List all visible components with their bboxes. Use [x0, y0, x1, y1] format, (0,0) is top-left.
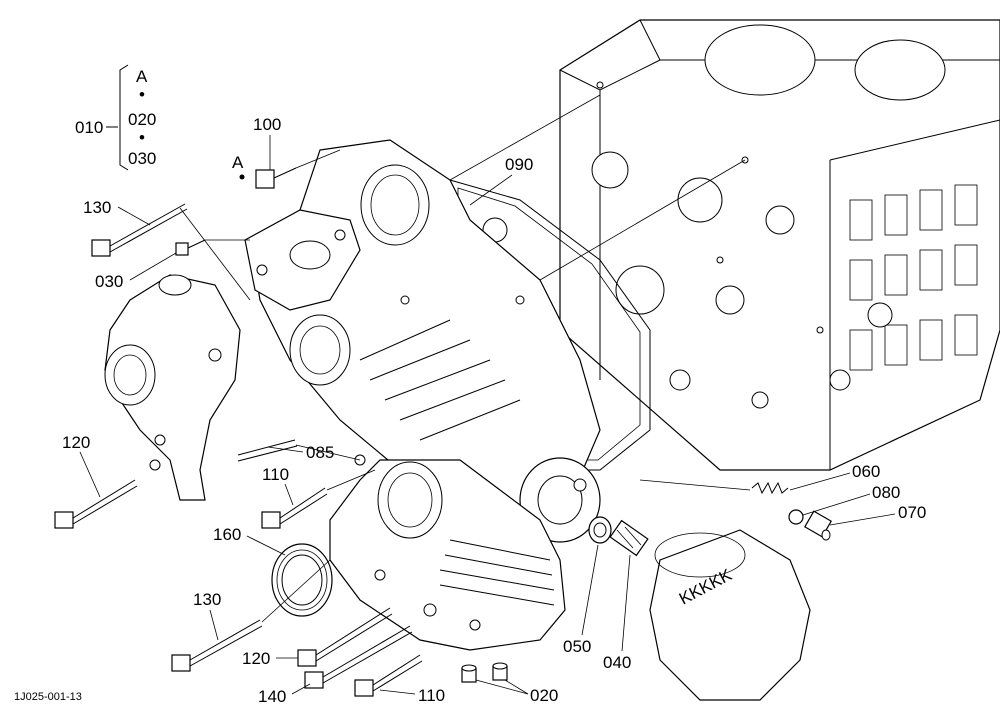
ref-group-label: 010 — [75, 118, 103, 137]
thermostat-housing — [244, 209, 361, 311]
callout-160: 160 — [213, 525, 241, 544]
point-marker-dot — [239, 174, 245, 180]
callout-090: 090 — [505, 155, 533, 174]
oring-050 — [588, 516, 612, 544]
callout-130-top: 130 — [83, 198, 111, 217]
callouts: 100 130 030 090 120 085 110 160 130 120 … — [62, 115, 926, 706]
callout-030: 030 — [95, 272, 123, 291]
ref-item-a: A — [136, 67, 148, 86]
point-marker-label: A — [232, 153, 244, 172]
plug-020 — [461, 662, 508, 683]
bolt-030 — [175, 239, 206, 256]
callout-040: 040 — [603, 653, 631, 672]
callout-080: 080 — [872, 483, 900, 502]
bolt-130-top — [91, 203, 188, 257]
callout-110-mid: 110 — [262, 465, 289, 484]
ref-item-030: 030 — [128, 149, 156, 168]
bolt-130-bottom — [171, 619, 263, 672]
callout-140: 140 — [258, 687, 286, 706]
oil-filter: KKKKK — [649, 529, 811, 701]
callout-100: 100 — [253, 115, 281, 134]
callout-050: 050 — [563, 637, 591, 656]
bolt-100 — [255, 167, 297, 189]
callout-020: 020 — [530, 686, 558, 705]
callout-110-bottom: 110 — [418, 686, 445, 705]
bolt-110-mid — [261, 487, 328, 529]
callout-120-bottom: 120 — [242, 649, 270, 668]
ref-dot-1: • — [139, 85, 145, 104]
spring-060 — [751, 481, 789, 495]
fitting-040 — [609, 519, 649, 557]
callout-085: 085 — [306, 443, 334, 462]
callout-070: 070 — [898, 503, 926, 522]
lower-case — [329, 459, 566, 651]
oil-seal-160 — [271, 543, 333, 617]
assembly-lines — [179, 94, 751, 623]
plug-070 — [804, 510, 832, 541]
bolt-120-bottom — [297, 607, 393, 667]
block-ribs — [829, 184, 978, 391]
stud-085 — [237, 439, 298, 462]
ref-item-020: 020 — [128, 110, 156, 129]
water-pump — [104, 274, 241, 501]
reference-bracket: 010 A • 020 • 030 — [75, 64, 156, 171]
callout-060: 060 — [852, 462, 880, 481]
drawing-code: 1J025-001-13 — [14, 691, 82, 703]
bolt-120-left — [54, 479, 138, 529]
ball-080 — [788, 509, 804, 525]
bolt-110-bottom — [354, 654, 423, 697]
callout-130-bottom: 130 — [193, 590, 221, 609]
callout-120-left: 120 — [62, 433, 90, 452]
ref-dot-2: • — [139, 128, 145, 147]
engine-block — [559, 19, 1000, 471]
